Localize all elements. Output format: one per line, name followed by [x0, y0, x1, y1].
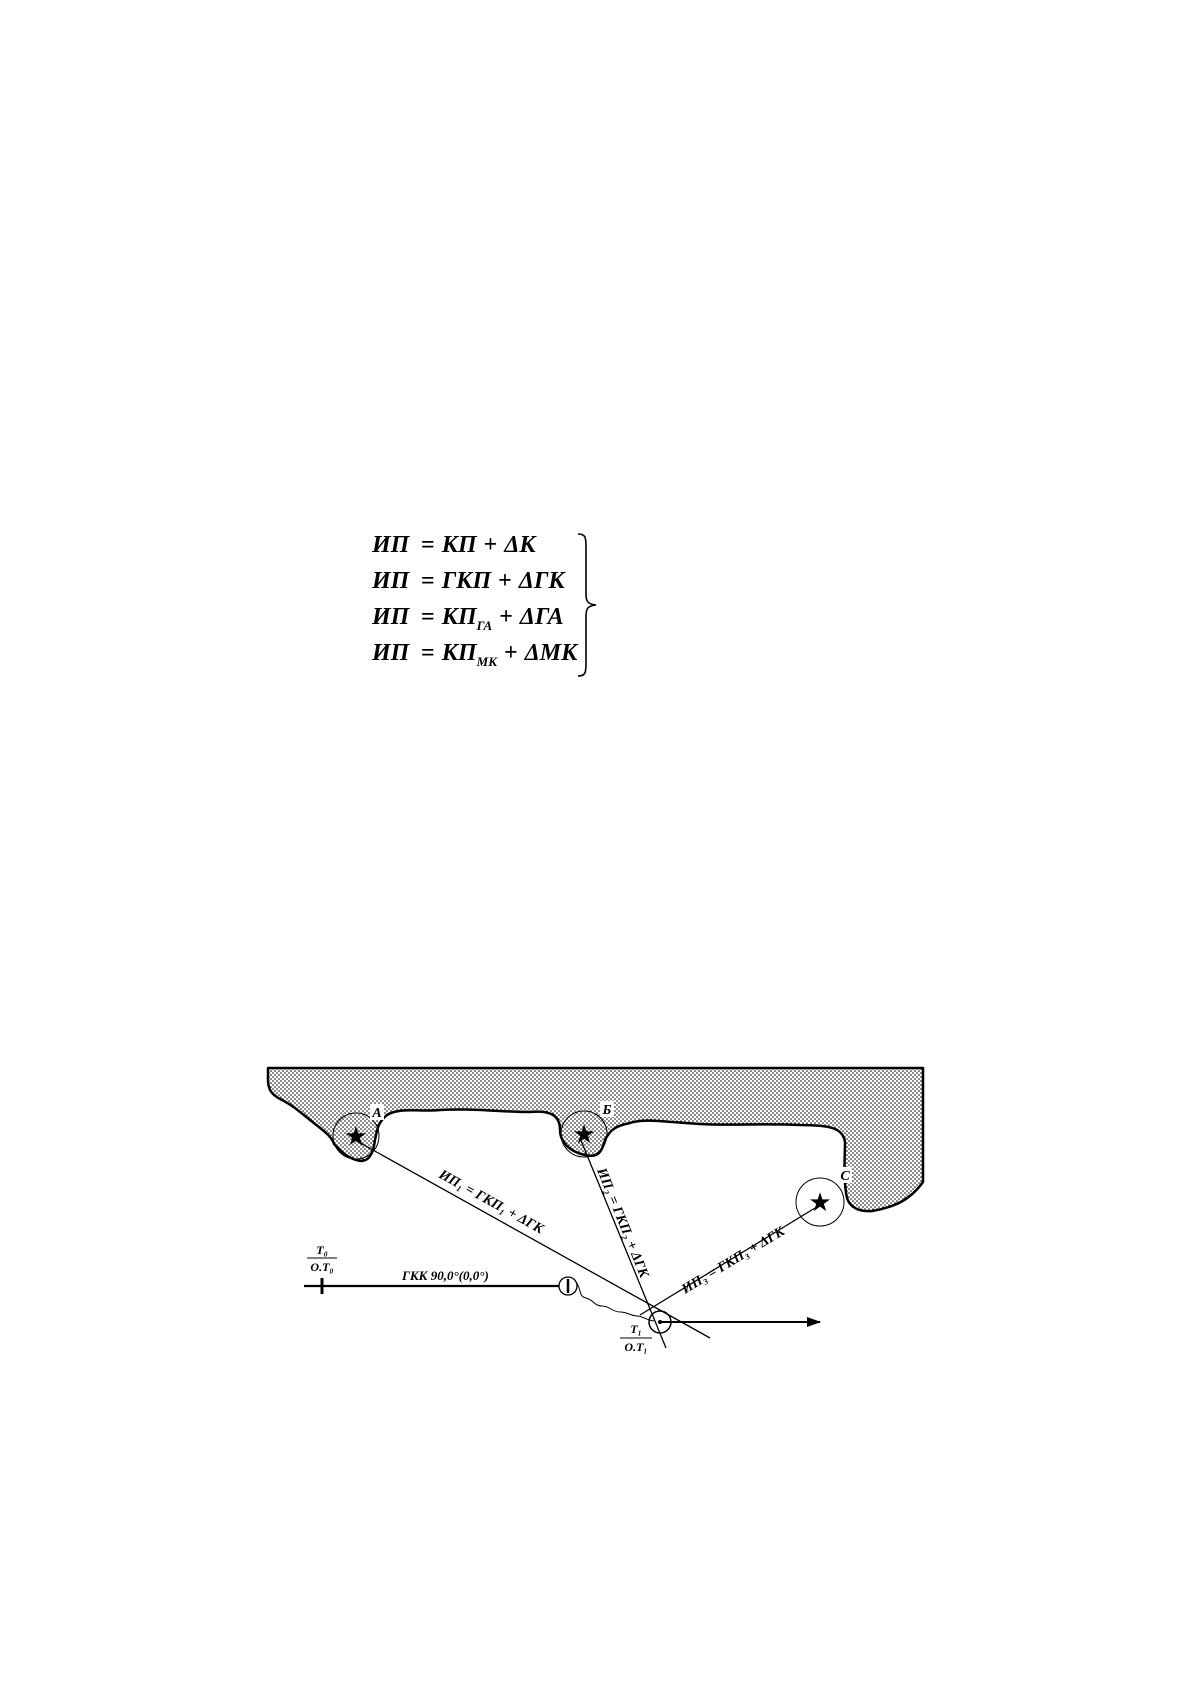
formula-lhs: ИП	[372, 528, 414, 562]
star-icon: ★	[572, 1120, 595, 1150]
plus-sign: +	[499, 604, 513, 630]
bearing-fix-diagram: ★ А ★ Б ★ С ИП₁ = ГКП₁ + ΔГК ИП₂ = ГКП₂ …	[260, 1060, 940, 1360]
formula-row-1: ИП = КП +ΔК	[372, 528, 536, 562]
formula-lhs: ИП	[372, 600, 414, 634]
plus-sign: +	[504, 640, 518, 666]
course-label: ГКК 90,0°(0,0°)	[401, 1268, 489, 1283]
formula-row-4: ИП = КПМК + ΔМК	[372, 636, 577, 670]
plus-sign: +	[498, 568, 512, 594]
ot1-label: О.Т₁	[624, 1340, 647, 1354]
drift-track	[576, 1282, 654, 1321]
right-brace	[576, 532, 600, 678]
formula-correction: ΔМК	[525, 640, 578, 666]
formula-lhs: ИП	[372, 636, 414, 670]
formula-correction: ΔК	[504, 532, 535, 558]
equals-sign: =	[421, 532, 435, 558]
bearing-label-2: ИП₂ = ГКП₂ + ΔГК	[593, 1165, 652, 1281]
landmark-b-label: Б	[602, 1103, 612, 1118]
formula-term: КП	[442, 532, 477, 558]
star-icon: ★	[808, 1188, 831, 1218]
landmark-a-label: А	[371, 1106, 381, 1121]
landmark-c-label: С	[840, 1169, 850, 1184]
formula-term: КП	[442, 640, 477, 666]
formula-row-3: ИП = КПГА + ΔГА	[372, 600, 564, 634]
star-icon: ★	[344, 1122, 367, 1152]
formula-correction: ΔГА	[520, 604, 564, 630]
formula-term: КП	[442, 604, 477, 630]
formula-correction: ΔГК	[519, 568, 565, 594]
equals-sign: =	[421, 640, 435, 666]
formula-row-2: ИП = ГКП + ΔГК	[372, 564, 565, 598]
equals-sign: =	[421, 568, 435, 594]
t1-label: Т₁	[630, 1322, 642, 1336]
ot0-label: О.Т₀	[310, 1260, 333, 1274]
bearing-label-3: ИП₃ = ГКП₃ + ΔГК	[678, 1224, 788, 1298]
t0-label: Т₀	[316, 1243, 328, 1257]
landmark-c: ★ С	[796, 1167, 852, 1226]
plus-sign: +	[484, 532, 498, 558]
formula-subscript: МК	[477, 654, 497, 669]
formula-term: ГКП	[442, 568, 491, 594]
formula-lhs: ИП	[372, 564, 414, 598]
equals-sign: =	[421, 604, 435, 630]
fix-point-dot	[658, 1320, 662, 1324]
formula-subscript: ГА	[477, 618, 493, 633]
bearing-line-a	[355, 1140, 710, 1338]
bearing-label-1: ИП₁ = ГКП₁ + ΔГК	[435, 1167, 547, 1238]
